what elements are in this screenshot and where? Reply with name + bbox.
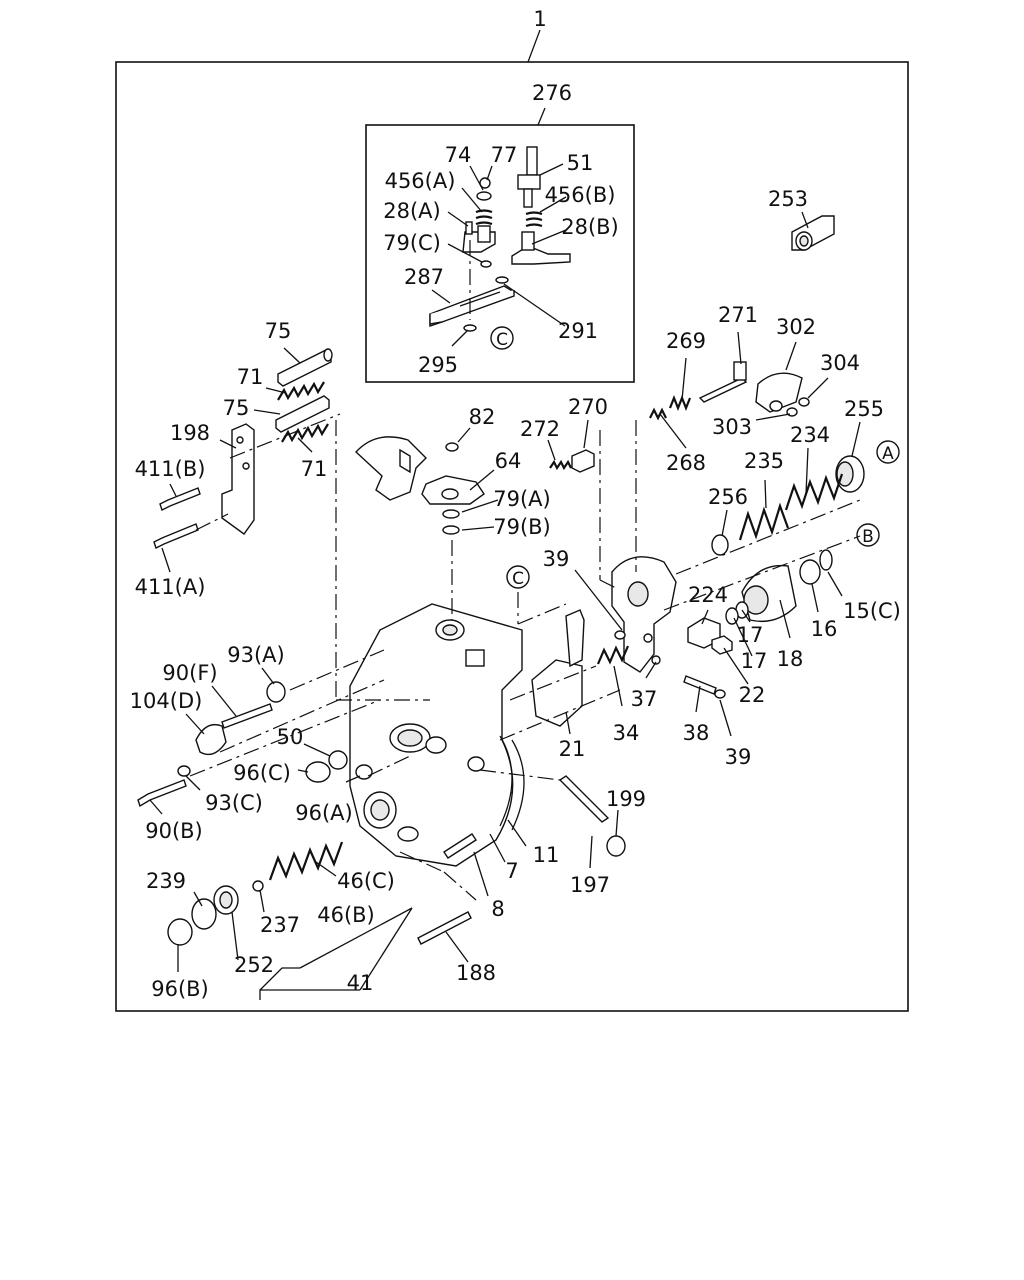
label-11: 11 <box>533 843 560 867</box>
subassembly-276-frame <box>365 124 635 383</box>
marker-c-left: C <box>506 565 530 589</box>
label-291: 291 <box>558 319 598 343</box>
label-456b: 456(B) <box>545 183 616 207</box>
label-17-a: 17 <box>737 623 764 647</box>
label-22: 22 <box>739 683 766 707</box>
parts-270-272 <box>549 449 595 473</box>
label-39-bottom: 39 <box>725 745 752 769</box>
label-96a: 96(A) <box>295 801 352 825</box>
spring-group-41 <box>167 841 472 946</box>
marker-c-box: C <box>490 326 514 350</box>
label-16: 16 <box>811 617 838 641</box>
label-104d: 104(D) <box>130 689 203 713</box>
label-74: 74 <box>445 143 472 167</box>
label-90b: 90(B) <box>145 819 203 843</box>
svg-text:C: C <box>512 569 524 589</box>
label-50: 50 <box>277 725 304 749</box>
label-239: 239 <box>146 869 186 893</box>
label-270: 270 <box>568 395 608 419</box>
parts-75-71 <box>153 348 333 549</box>
label-79a: 79(A) <box>493 487 550 511</box>
label-28a: 28(A) <box>383 199 440 223</box>
label-237: 237 <box>260 913 300 937</box>
label-46c: 46(C) <box>337 869 395 893</box>
svg-text:A: A <box>882 444 894 464</box>
label-15c: 15(C) <box>843 599 901 623</box>
label-82: 82 <box>469 405 496 429</box>
left-fasteners <box>137 681 373 808</box>
part-253 <box>791 215 835 251</box>
label-18: 18 <box>777 647 804 671</box>
leader <box>537 107 546 126</box>
label-252: 252 <box>234 953 274 977</box>
svg-text:B: B <box>862 527 874 547</box>
label-197: 197 <box>570 873 610 897</box>
label-255: 255 <box>844 397 884 421</box>
label-96c: 96(C) <box>233 761 291 785</box>
label-17-b: 17 <box>741 649 768 673</box>
label-188: 188 <box>456 961 496 985</box>
label-287: 287 <box>404 265 444 289</box>
label-276: 276 <box>532 81 572 105</box>
assembly-frame <box>115 61 909 1012</box>
label-304: 304 <box>820 351 860 375</box>
parts-268-304 <box>649 361 810 421</box>
label-271: 271 <box>718 303 758 327</box>
svg-text:C: C <box>496 330 508 350</box>
label-46b: 46(B) <box>317 903 375 927</box>
label-268: 268 <box>666 451 706 475</box>
label-411a: 411(A) <box>135 575 206 599</box>
bracket-21 <box>531 609 585 727</box>
label-21: 21 <box>559 737 586 761</box>
label-234: 234 <box>790 423 830 447</box>
label-96b: 96(B) <box>151 977 209 1001</box>
label-93a: 93(A) <box>227 643 284 667</box>
label-302: 302 <box>776 315 816 339</box>
assembly-number: 1 <box>533 7 546 31</box>
label-51: 51 <box>567 151 594 175</box>
label-38: 38 <box>683 721 710 745</box>
label-199: 199 <box>606 787 646 811</box>
governor-lever-64 <box>355 436 485 535</box>
label-224: 224 <box>688 583 728 607</box>
parts-234-256 <box>711 455 865 556</box>
label-75-mid: 75 <box>223 396 250 420</box>
label-411b: 411(B) <box>135 457 206 481</box>
assembly-leader <box>527 29 541 63</box>
governor-housing-37 <box>596 556 726 699</box>
main-housing <box>349 603 525 867</box>
label-41: 41 <box>347 971 374 995</box>
label-79c: 79(C) <box>383 231 441 255</box>
label-198: 198 <box>170 421 210 445</box>
leader-lines <box>149 163 861 1000</box>
label-90f: 90(F) <box>162 661 217 685</box>
label-269: 269 <box>666 329 706 353</box>
assembly-axes <box>189 413 861 901</box>
marker-a: A <box>876 440 900 464</box>
label-235: 235 <box>744 449 784 473</box>
label-75-top: 75 <box>265 319 292 343</box>
label-37: 37 <box>631 687 658 711</box>
label-256: 256 <box>708 485 748 509</box>
label-71-top: 71 <box>237 365 264 389</box>
label-34: 34 <box>613 721 640 745</box>
label-64: 64 <box>495 449 522 473</box>
label-8: 8 <box>491 897 504 921</box>
part-labels: 276 74 77 51 456(A) 456(B) 28(A) 28(B) 7… <box>130 81 901 1001</box>
label-71-mid: 71 <box>301 457 328 481</box>
label-295: 295 <box>418 353 458 377</box>
marker-b: B <box>856 523 880 547</box>
label-456a: 456(A) <box>385 169 456 193</box>
label-272: 272 <box>520 417 560 441</box>
label-28b: 28(B) <box>561 215 619 239</box>
subassembly-276-parts <box>429 146 571 332</box>
label-7: 7 <box>505 859 518 883</box>
label-93c: 93(C) <box>205 791 263 815</box>
label-79b: 79(B) <box>493 515 551 539</box>
label-303: 303 <box>712 415 752 439</box>
label-39-top: 39 <box>543 547 570 571</box>
label-77: 77 <box>491 143 518 167</box>
label-253: 253 <box>768 187 808 211</box>
